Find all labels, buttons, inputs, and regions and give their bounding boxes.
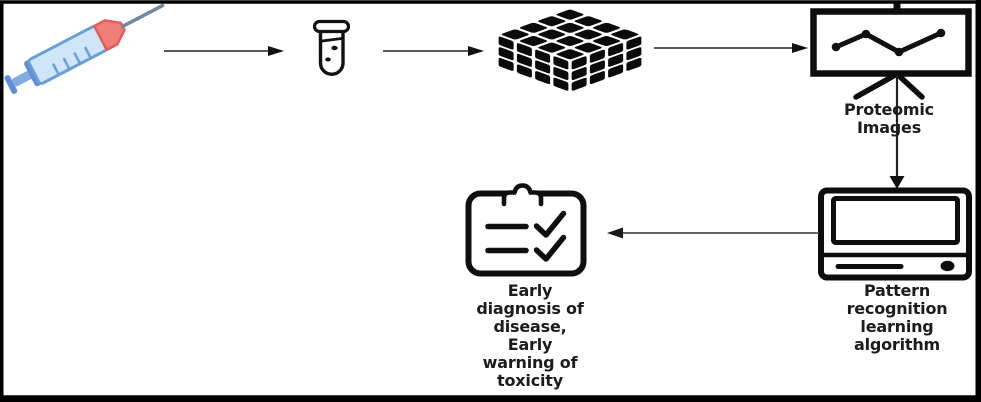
syringe-tick-marks xyxy=(52,46,92,75)
computer-screen xyxy=(831,196,960,245)
arrow-board-to-computer xyxy=(889,76,905,189)
easel-legs xyxy=(853,71,925,100)
early-diagnosis-label: Early diagnosis of disease, Early warnin… xyxy=(476,281,584,390)
syringe-icon xyxy=(4,3,165,94)
needle xyxy=(120,3,165,29)
power-button xyxy=(940,260,955,272)
arrow-tube-to-cube xyxy=(383,46,484,56)
line-chart-glyph xyxy=(831,28,946,57)
checkmark-1 xyxy=(533,210,567,238)
data-cube-icon xyxy=(498,9,642,91)
arrow-cube-to-board xyxy=(654,43,808,53)
clipboard-clip xyxy=(501,183,544,207)
arrow-syringe-to-tube xyxy=(164,46,284,56)
arrow-computer-to-clipboard xyxy=(607,227,819,239)
pattern-recognition-label: Pattern recognition learning algorithm xyxy=(846,281,948,354)
proteomic-images-label: Proteomic Images xyxy=(844,100,934,137)
computer-icon xyxy=(818,187,972,281)
checkmark-2 xyxy=(533,234,567,262)
chart-board-icon xyxy=(810,2,972,100)
test-tube-icon xyxy=(312,19,351,76)
clipboard-checklist-icon xyxy=(465,183,587,277)
